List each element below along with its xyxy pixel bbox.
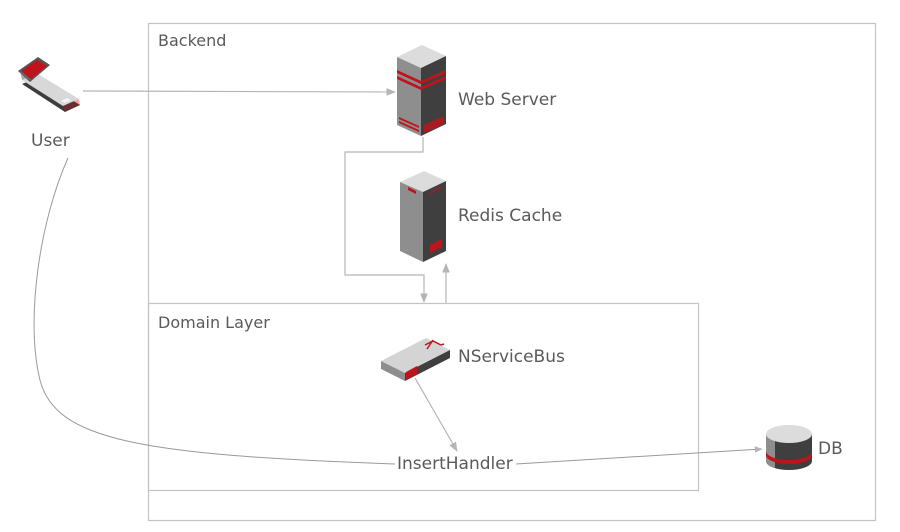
database-icon xyxy=(766,425,812,470)
edge-user-to-web-server xyxy=(82,88,396,96)
backend-container xyxy=(147,22,877,522)
domain-layer-label: Domain Layer xyxy=(158,313,270,332)
nservicebus-label[interactable]: NServiceBus xyxy=(458,347,565,367)
redis-cache-label[interactable]: Redis Cache xyxy=(458,206,563,226)
backend-label: Backend xyxy=(158,31,227,50)
web-server-label[interactable]: Web Server xyxy=(458,90,557,110)
service-bus-icon xyxy=(381,338,450,381)
laptop-icon xyxy=(18,57,80,112)
edge-nservicebus-to-insert-handler xyxy=(414,377,458,452)
server-tower-icon xyxy=(400,171,446,262)
user-label[interactable]: User xyxy=(31,131,70,151)
edge-web-server-to-domain-layer xyxy=(344,137,428,303)
edge-insert-handler-to-db xyxy=(515,446,763,465)
insert-handler-label[interactable]: InsertHandler xyxy=(397,454,513,474)
edge-user-to-insert-handler xyxy=(33,157,396,465)
server-tower-icon xyxy=(397,45,446,136)
db-label[interactable]: DB xyxy=(818,439,843,459)
domain-layer-container xyxy=(147,302,700,492)
